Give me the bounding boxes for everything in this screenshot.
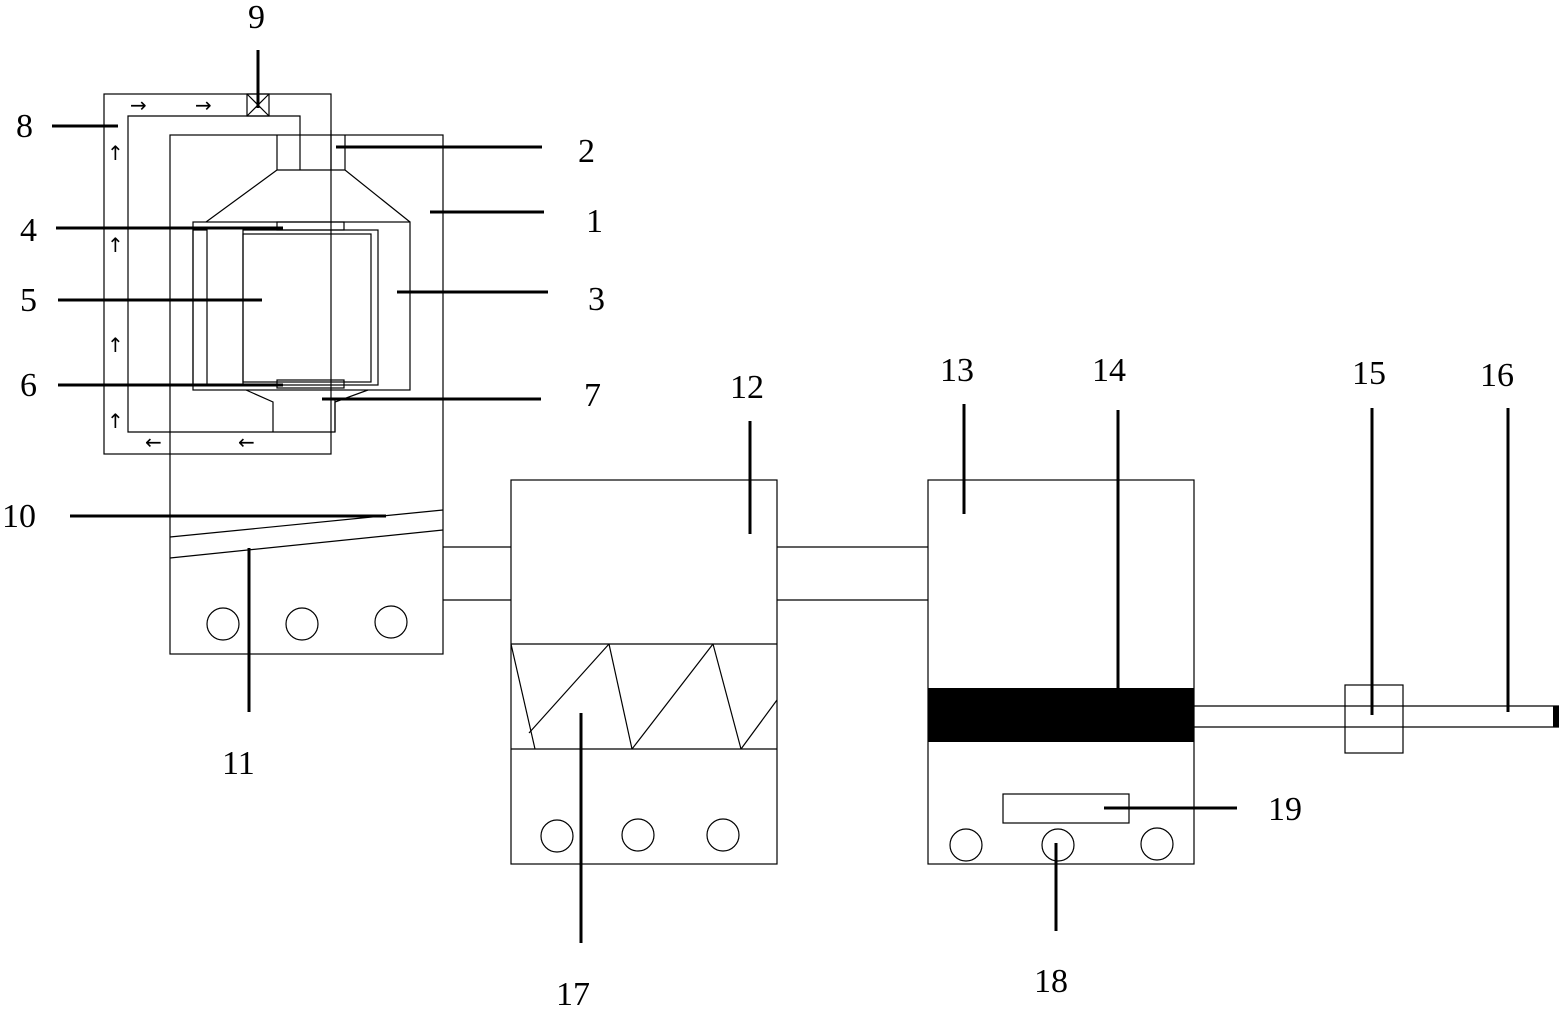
label-14: 14 [1092, 352, 1126, 389]
label-7: 7 [584, 377, 601, 414]
label-10: 10 [2, 498, 36, 535]
leader-lines [52, 50, 1510, 943]
label-1: 1 [586, 203, 603, 240]
recirculation-loop [103, 93, 336, 455]
label-17: 17 [556, 976, 590, 1013]
label-12: 12 [730, 369, 764, 406]
label-15: 15 [1352, 355, 1386, 392]
flow-arrows: → → ← ← ↑ ↑ ↑ ↑ [107, 93, 255, 454]
label-8: 8 [16, 108, 33, 145]
ducts [443, 546, 928, 601]
arrow-up-icon: ↑ [107, 233, 124, 257]
solid-plate [928, 688, 1194, 742]
label-5: 5 [20, 282, 37, 319]
label-13: 13 [940, 352, 974, 389]
label-19: 19 [1268, 791, 1302, 828]
label-11: 11 [222, 745, 255, 782]
arrow-right-icon: → [195, 93, 212, 117]
label-9: 9 [248, 0, 265, 36]
callout-labels: 9 8 2 1 4 3 5 6 7 10 11 12 13 14 15 16 1… [2, 0, 1514, 1013]
reaction-chamber [192, 135, 411, 432]
label-18: 18 [1034, 963, 1068, 1000]
unit-12 [510, 479, 778, 865]
label-4: 4 [20, 212, 37, 249]
arrow-up-icon: ↑ [107, 409, 124, 433]
label-16: 16 [1480, 357, 1514, 394]
label-6: 6 [20, 367, 37, 404]
arrow-left-icon: ← [238, 430, 255, 454]
outlet-pipe [1194, 684, 1559, 754]
arrow-right-icon: → [130, 93, 147, 117]
unit-13 [927, 479, 1195, 865]
label-2: 2 [578, 133, 595, 170]
arrow-up-icon: ↑ [107, 333, 124, 357]
furnace-body [169, 134, 444, 655]
arrow-up-icon: ↑ [107, 141, 124, 165]
arrow-left-icon: ← [145, 430, 162, 454]
label-3: 3 [588, 281, 605, 318]
